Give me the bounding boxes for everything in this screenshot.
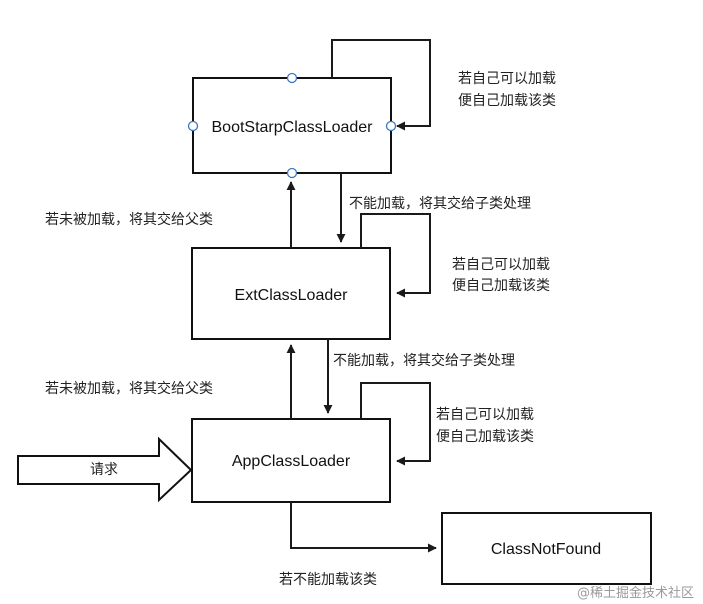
ext-classloader-box: [191, 247, 391, 340]
delegate-down-label-top: 不能加载，将其交给子类处理: [349, 195, 531, 212]
app-classloader-label: AppClassLoader: [232, 453, 351, 470]
watermark-text: @稀土掘金技术社区: [577, 585, 694, 601]
delegate-down-label-bottom: 不能加载，将其交给子类处理: [333, 352, 515, 369]
bootstrap-self-loop-arrow: [331, 39, 431, 131]
delegate-up-label-top: 若未被加载，将其交给父类: [45, 211, 213, 228]
request-block-arrow: [17, 436, 193, 503]
cannot-load-label: 若不能加载该类: [279, 572, 377, 588]
request-label: 请求: [90, 462, 118, 478]
ext-classloader-label: ExtClassLoader: [235, 287, 349, 304]
bootstrap-self-load-line1: 若自己可以加载: [458, 71, 556, 87]
bootstrap-classloader-label: BootStarpClassLoader: [212, 119, 374, 136]
selection-handle-bottom: [286, 167, 298, 179]
bootstrap-self-load-line2: 便自己加载该类: [458, 93, 556, 109]
delegate-up-label-bottom: 若未被加载，将其交给父类: [45, 380, 213, 397]
selection-handle-top: [286, 72, 298, 84]
bootstrap-classloader-box: [192, 77, 392, 174]
app-self-loop-arrow: [360, 382, 431, 466]
app-to-classnotfound-arrow: [290, 502, 437, 553]
classnotfound-box: [441, 512, 652, 585]
selection-handle-left: [187, 120, 199, 132]
ext-self-load-line2: 便自己加载该类: [452, 278, 550, 294]
ext-self-load-line1: 若自己可以加载: [452, 257, 550, 273]
app-self-load-line2: 便自己加载该类: [436, 429, 534, 445]
app-self-load-line1: 若自己可以加载: [436, 407, 534, 423]
ext-self-loop-arrow: [360, 213, 431, 298]
selection-handle-right: [385, 120, 397, 132]
classnotfound-label: ClassNotFound: [491, 541, 601, 558]
